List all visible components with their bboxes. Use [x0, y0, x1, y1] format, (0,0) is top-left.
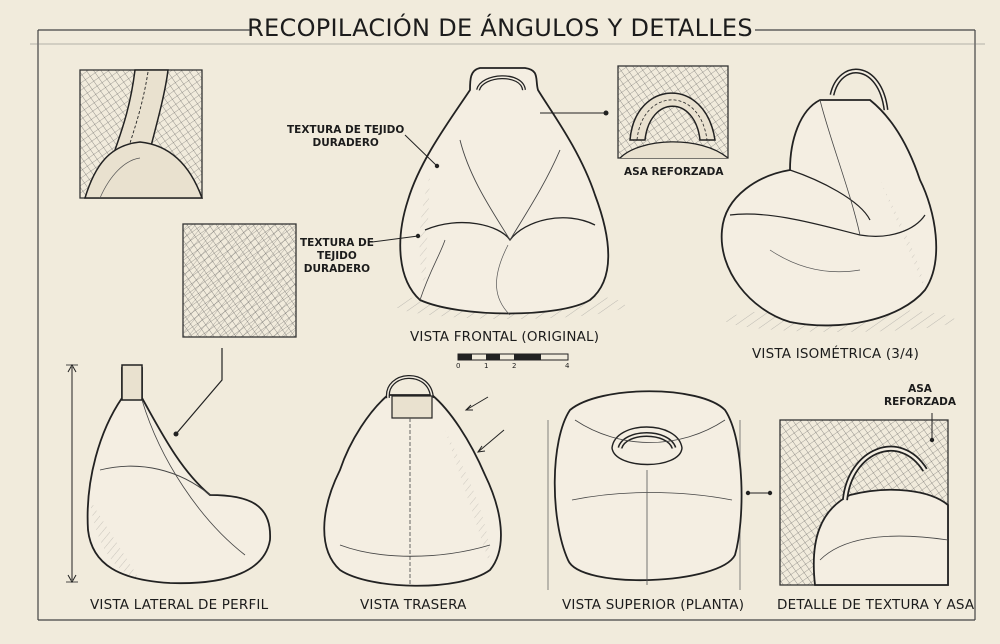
front-view-beanbag [395, 67, 625, 319]
back-view-beanbag [323, 375, 505, 587]
scale-bar [457, 353, 569, 361]
top-view-label: VISTA SUPERIOR (PLANTA) [562, 597, 745, 613]
isometric-view-beanbag [720, 68, 955, 332]
fabric-note-top-line2: DURADERO [312, 137, 379, 149]
fabric-note-mid-line2: TEJIDO [317, 250, 357, 262]
top-view-beanbag [547, 390, 773, 590]
front-callout-lines [371, 134, 438, 243]
scale-tick-1: 1 [484, 362, 489, 370]
fabric-note-mid-line1: TEXTURA DE [300, 237, 374, 249]
isometric-view-label: VISTA ISOMÉTRICA (3/4) [752, 346, 920, 362]
handle-note-top: ASA REFORZADA [624, 166, 724, 178]
handle-closeup-box [617, 65, 729, 159]
texture-handle-detail-box [779, 413, 949, 586]
sheet-title: RECOPILACIÓN DE ÁNGULOS Y DETALLES [247, 14, 753, 42]
handle-note-detail: ASA REFORZADA [884, 383, 956, 409]
scale-tick-4: 4 [565, 362, 570, 370]
side-view-label: VISTA LATERAL DE PERFIL [90, 597, 269, 613]
front-view-label: VISTA FRONTAL (ORIGINAL) [410, 329, 600, 345]
fabric-note-mid-line3: DURADERO [303, 263, 371, 275]
handle-note-detail-line1: ASA [908, 383, 932, 395]
fabric-swatch [173, 223, 297, 437]
fabric-note-top-line1: TEXTURA DE TEJIDO [287, 124, 405, 136]
scale-tick-2: 2 [512, 362, 517, 370]
fabric-note-top: TEXTURA DE TEJIDO DURADERO [287, 124, 404, 150]
side-view-beanbag [66, 363, 271, 585]
strap-closeup-box [79, 69, 204, 199]
scale-tick-0: 0 [456, 362, 461, 370]
back-view-label: VISTA TRASERA [360, 597, 467, 613]
detail-view-label: DETALLE DE TEXTURA Y ASA [777, 597, 975, 613]
frame-border [30, 29, 985, 621]
fabric-note-mid: TEXTURA DE TEJIDO DURADERO [300, 237, 374, 276]
handle-note-detail-line2: REFORZADA [884, 396, 957, 408]
